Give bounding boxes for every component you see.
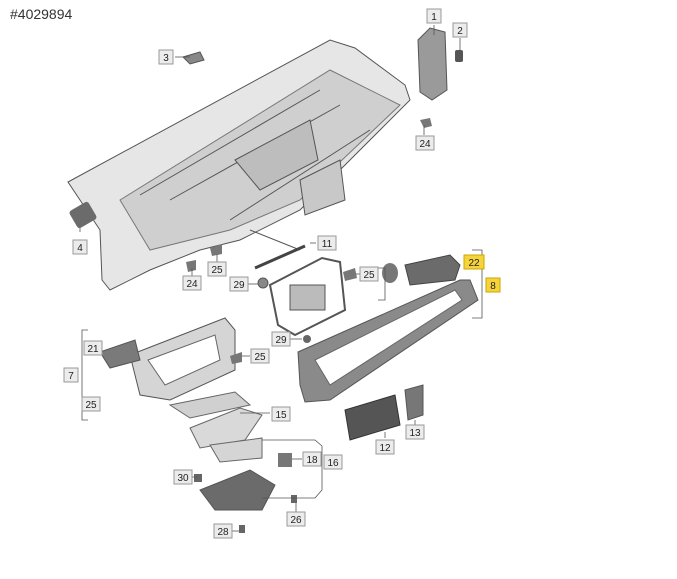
svg-text:24: 24 [186, 279, 198, 290]
column-trim-lower [209, 437, 263, 463]
clip-25b [343, 268, 357, 281]
callout-29-b[interactable]: 29 [271, 331, 291, 347]
callout-15[interactable]: 15 [271, 406, 291, 422]
callout-12[interactable]: 12 [375, 439, 395, 455]
frame-bracket [268, 256, 347, 337]
svg-text:16: 16 [327, 458, 339, 469]
callout-16[interactable]: 16 [323, 454, 343, 470]
cluster-cover-21 [99, 339, 141, 369]
svg-text:12: 12 [379, 443, 391, 454]
callout-21[interactable]: 21 [83, 340, 103, 356]
svg-text:1: 1 [431, 12, 437, 23]
callout-26[interactable]: 26 [286, 511, 306, 527]
callout-7[interactable]: 7 [63, 367, 79, 383]
callout-2[interactable]: 2 [452, 22, 468, 38]
callout-3[interactable]: 3 [158, 49, 174, 65]
callout-25-c[interactable]: 25 [250, 348, 270, 364]
svg-text:25: 25 [211, 265, 223, 276]
screw-24a [420, 118, 432, 128]
svg-text:13: 13 [409, 428, 421, 439]
clip-2 [455, 50, 463, 62]
callout-25-d[interactable]: 25 [81, 396, 101, 412]
callout-1[interactable]: 1 [426, 8, 442, 24]
callout-28[interactable]: 28 [213, 523, 233, 539]
screw-28 [239, 525, 245, 533]
callout-25-a[interactable]: 25 [207, 261, 227, 277]
vent-4 [69, 201, 97, 229]
callout-25-b[interactable]: 25 [359, 266, 379, 282]
callout-11[interactable]: 11 [317, 235, 337, 251]
side-panel-1 [417, 27, 448, 101]
svg-text:25: 25 [363, 270, 375, 281]
svg-text:28: 28 [217, 527, 229, 538]
switch-13 [404, 384, 424, 421]
cover-25d [168, 391, 252, 419]
bolt-29b [303, 335, 311, 343]
svg-text:8: 8 [490, 281, 496, 292]
svg-text:18: 18 [306, 455, 318, 466]
svg-text:21: 21 [87, 344, 99, 355]
callout-22[interactable]: 22 [463, 254, 485, 270]
vent-22 [404, 254, 461, 286]
svg-text:4: 4 [77, 243, 83, 254]
strip-11 [254, 244, 306, 270]
diagram-title: #4029894 [10, 6, 73, 22]
svg-text:30: 30 [177, 473, 189, 484]
cluster-surround-7 [129, 317, 236, 401]
bracket-29 [257, 277, 269, 289]
leader-lines [79, 25, 483, 532]
vent-10 [382, 263, 398, 283]
screw-24b [186, 260, 196, 272]
screw-30 [194, 474, 202, 482]
callout-24-upper[interactable]: 24 [415, 135, 435, 151]
svg-text:25: 25 [254, 352, 266, 363]
svg-text:29: 29 [233, 280, 245, 291]
column-trim-15 [189, 407, 263, 449]
svg-text:24: 24 [419, 139, 431, 150]
svg-text:3: 3 [163, 53, 169, 64]
clip-3 [182, 51, 205, 65]
callout-13[interactable]: 13 [405, 424, 425, 440]
column-shroud-lower [199, 469, 276, 511]
clip-25c [230, 352, 242, 364]
callout-30[interactable]: 30 [173, 469, 193, 485]
callout-18[interactable]: 18 [302, 451, 322, 467]
svg-text:25: 25 [85, 400, 97, 411]
trim-panel-8 [297, 279, 479, 403]
svg-text:22: 22 [468, 258, 480, 269]
clip-25a [210, 244, 222, 256]
callout-8[interactable]: 8 [485, 277, 501, 293]
svg-text:7: 7 [68, 371, 74, 382]
callout-24-lower[interactable]: 24 [182, 275, 202, 291]
callout-4[interactable]: 4 [72, 239, 88, 255]
screw-26 [291, 495, 297, 503]
svg-text:2: 2 [457, 26, 463, 37]
svg-text:29: 29 [275, 335, 287, 346]
callout-29-a[interactable]: 29 [229, 276, 249, 292]
display-12 [344, 394, 401, 441]
svg-text:11: 11 [322, 239, 333, 250]
switch-18 [278, 453, 292, 467]
dashboard-assembly [67, 39, 411, 291]
svg-text:26: 26 [290, 515, 302, 526]
svg-text:15: 15 [275, 410, 287, 421]
